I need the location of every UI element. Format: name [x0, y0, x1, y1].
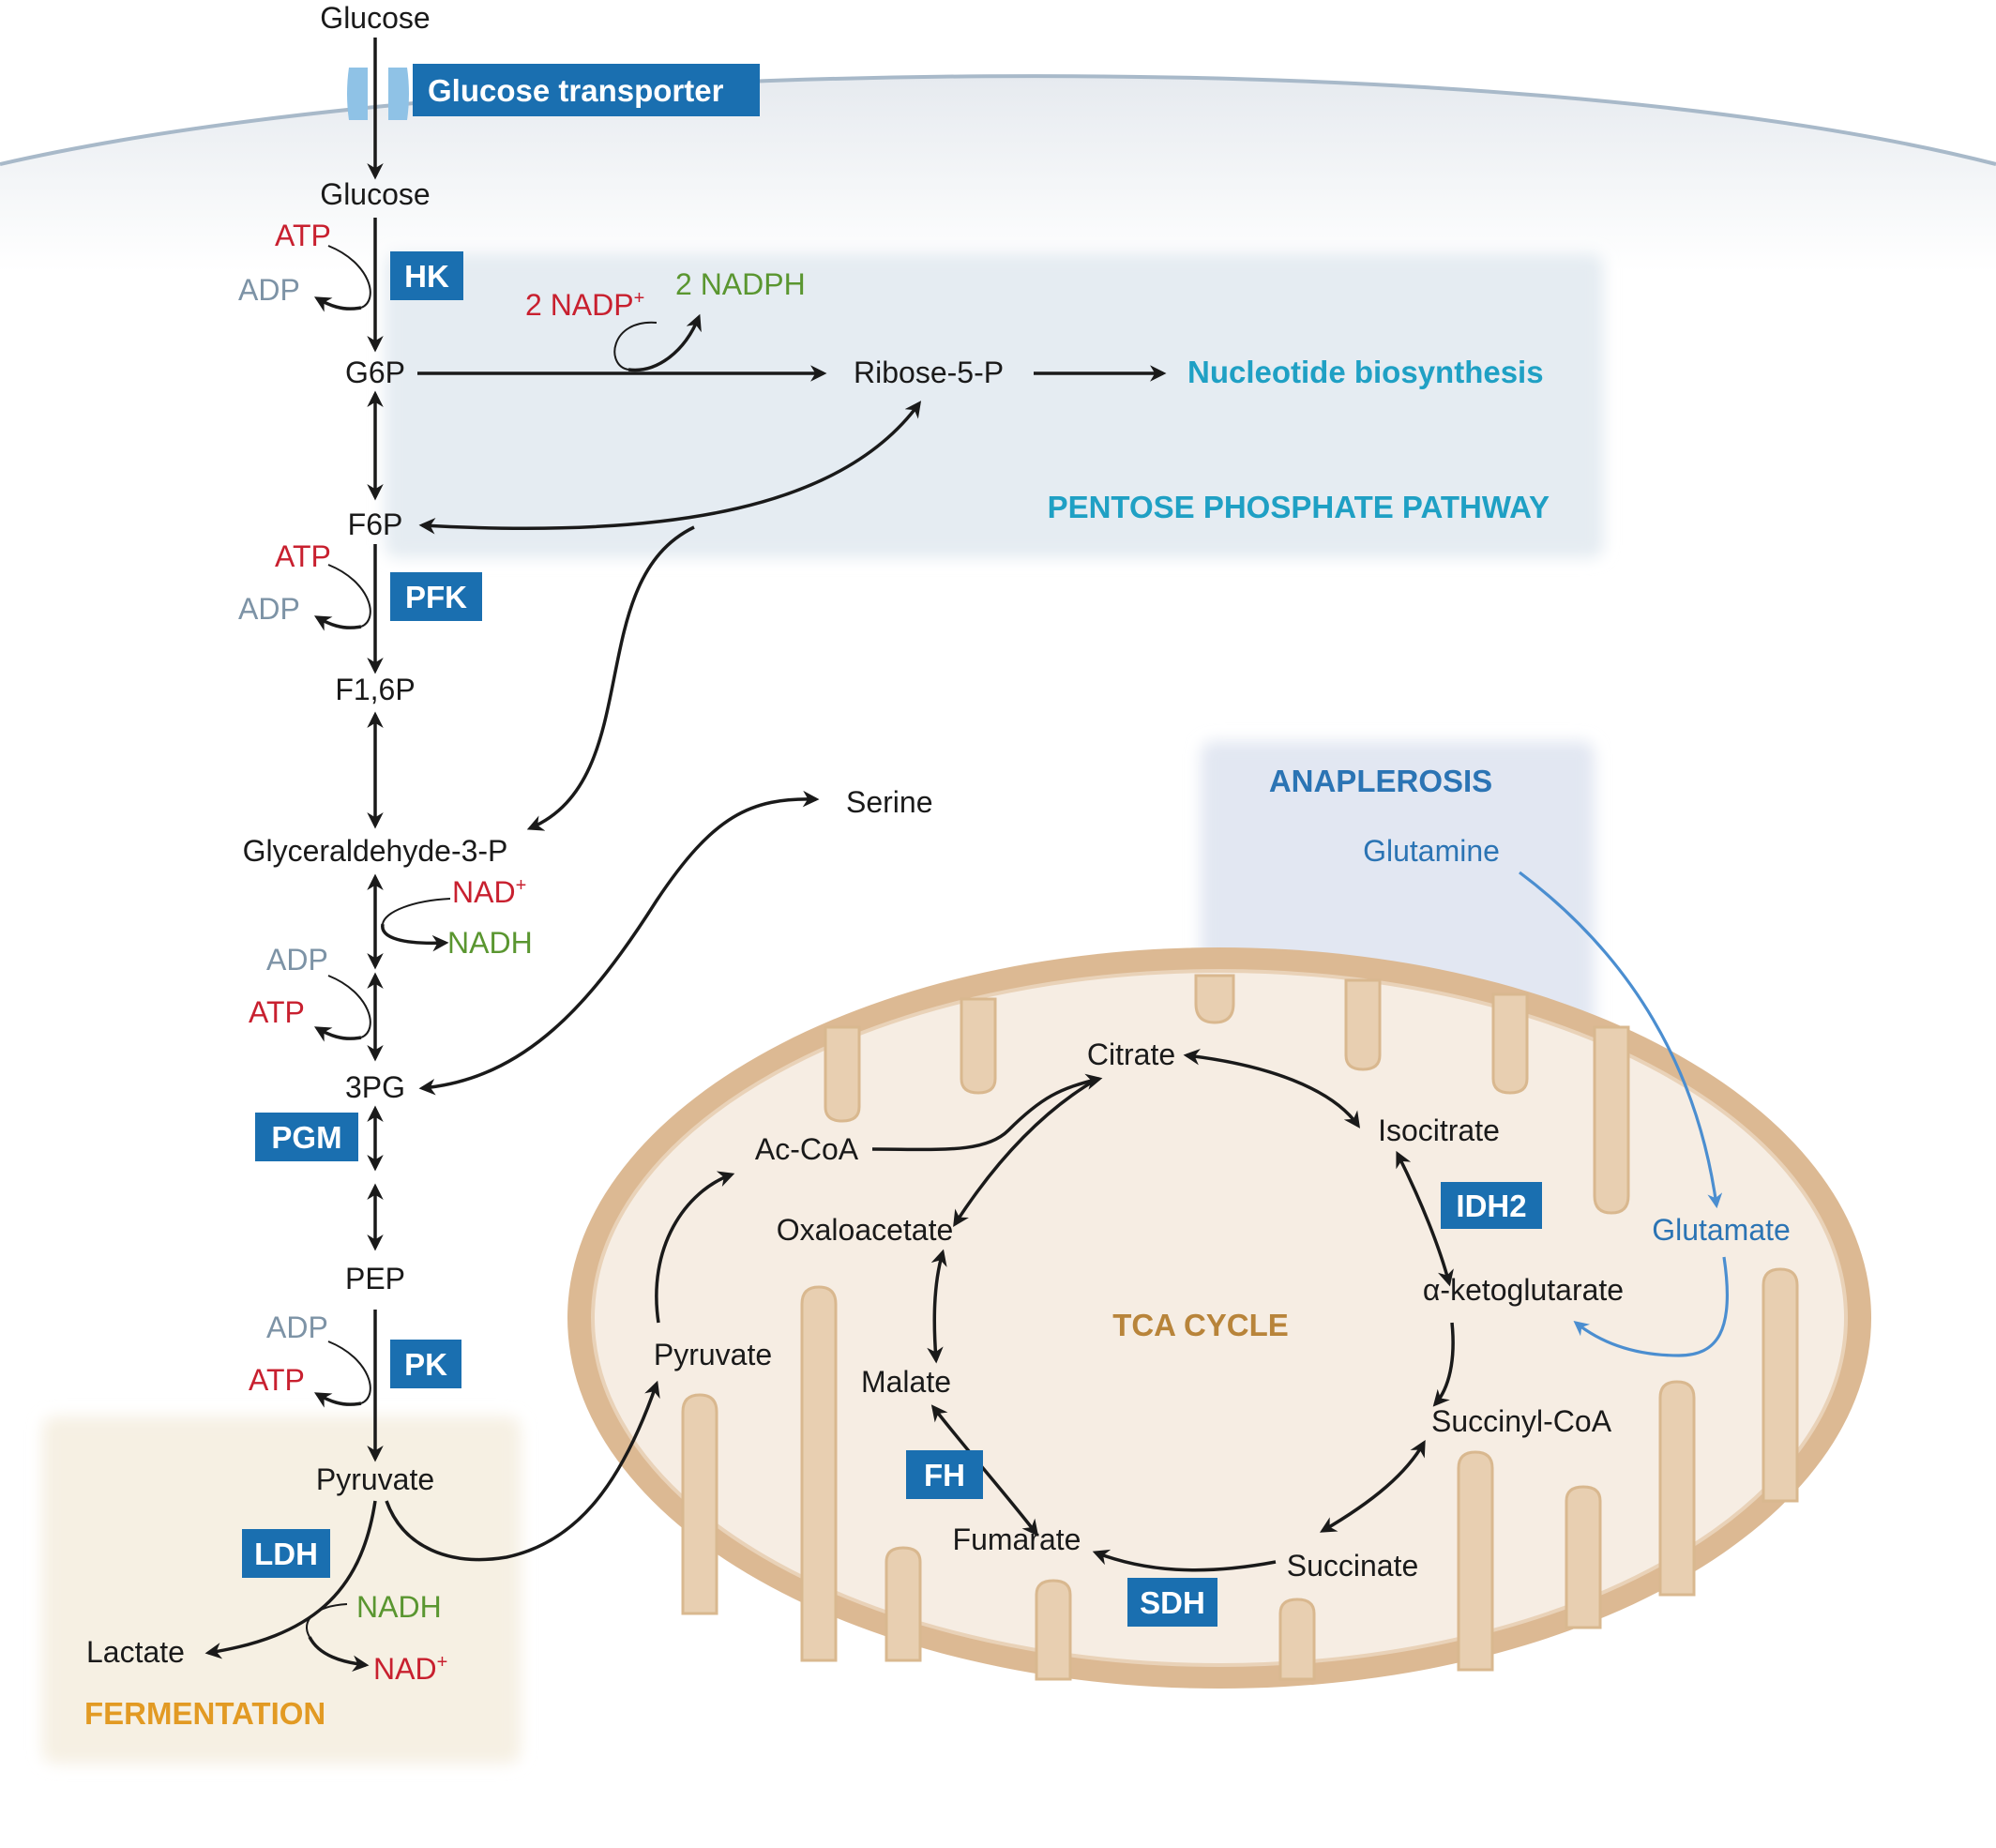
pep-label: PEP	[345, 1262, 405, 1295]
serine-label: Serine	[846, 785, 933, 819]
pk-box	[390, 1340, 461, 1388]
gap-label: Glyceraldehyde-3-P	[243, 834, 508, 868]
pyruvate-label: Pyruvate	[316, 1462, 434, 1496]
ldh-box	[242, 1529, 330, 1578]
tca-title: TCA CYCLE	[1112, 1308, 1289, 1342]
pgk-adp: ADP	[266, 943, 328, 977]
cell-membrane	[0, 74, 1996, 166]
ldh-label: LDH	[254, 1537, 318, 1571]
g6p-label: G6P	[345, 356, 405, 389]
hk-box	[390, 251, 463, 300]
citrate-label: Citrate	[1087, 1038, 1175, 1071]
hk-atp: ATP	[275, 219, 331, 252]
lactate-label: Lactate	[86, 1635, 185, 1669]
pfk-adp: ADP	[238, 592, 300, 626]
glutamate-label: Glutamate	[1652, 1213, 1791, 1247]
f6p-label: F6P	[348, 507, 403, 541]
hk-label: HK	[404, 259, 449, 294]
pk-atp: ATP	[249, 1363, 305, 1397]
glucose-transporter-box	[413, 64, 760, 116]
pgm-label: PGM	[271, 1120, 341, 1155]
pfk-atp: ATP	[275, 539, 331, 573]
glutamine-arrow	[1519, 871, 1723, 1209]
ldh-nad: NAD+	[373, 1652, 447, 1686]
fh-label: FH	[924, 1458, 965, 1492]
glutamine-label: Glutamine	[1363, 834, 1500, 868]
glucose-inside: Glucose	[320, 177, 430, 211]
pfk-box	[390, 572, 482, 621]
mito-pyruvate: Pyruvate	[654, 1338, 772, 1371]
nucleotide-label: Nucleotide biosynthesis	[1187, 355, 1544, 389]
gap-nadh: NADH	[447, 926, 533, 960]
glutamate-arrow	[1573, 1256, 1729, 1357]
ppp-nadph: 2 NADPH	[675, 267, 806, 301]
fh-box	[906, 1450, 983, 1499]
tca-arrows	[655, 1048, 1455, 1572]
fumarate-label: Fumarate	[953, 1522, 1081, 1556]
fermentation-title: FERMENTATION	[84, 1696, 325, 1731]
transporter-channel	[347, 68, 409, 120]
idh2-box	[1441, 1182, 1542, 1229]
pfk-label: PFK	[405, 580, 467, 614]
idh2-label: IDH2	[1456, 1189, 1526, 1223]
acoa-label: Ac-CoA	[755, 1132, 859, 1166]
succoa-label: Succinyl-CoA	[1431, 1404, 1612, 1438]
sdh-box	[1127, 1578, 1217, 1627]
gap-nad: NAD+	[452, 875, 526, 909]
malate-label: Malate	[861, 1365, 951, 1399]
glycolysis-arrows	[204, 38, 1167, 1673]
oxaloacetate-label: Oxaloacetate	[777, 1213, 954, 1247]
3pg-label: 3PG	[345, 1070, 405, 1104]
pk-label: PK	[404, 1347, 447, 1382]
f16p-label: F1,6P	[335, 673, 415, 706]
anaplerosis-title: ANAPLEROSIS	[1269, 764, 1492, 798]
pk-adp: ADP	[266, 1310, 328, 1344]
glucose-outside: Glucose	[320, 1, 430, 35]
glucose-transporter-label: Glucose transporter	[428, 73, 724, 108]
isocitrate-label: Isocitrate	[1378, 1113, 1500, 1147]
fermentation-region	[42, 1416, 521, 1764]
succinate-label: Succinate	[1287, 1549, 1419, 1583]
ribose-label: Ribose-5-P	[854, 356, 1004, 389]
hk-adp: ADP	[238, 273, 300, 307]
ppp-nadp: 2 NADP+	[525, 288, 644, 322]
mitochondrion	[567, 947, 1871, 1689]
ppp-title: PENTOSE PHOSPHATE PATHWAY	[1048, 490, 1550, 524]
sdh-label: SDH	[1140, 1585, 1205, 1620]
cell-cytoplasm	[0, 76, 1996, 272]
ldh-nadh: NADH	[356, 1590, 442, 1624]
pgm-box	[255, 1113, 358, 1161]
pgk-atp: ATP	[249, 995, 305, 1029]
akg-label: α-ketoglutarate	[1423, 1273, 1624, 1307]
